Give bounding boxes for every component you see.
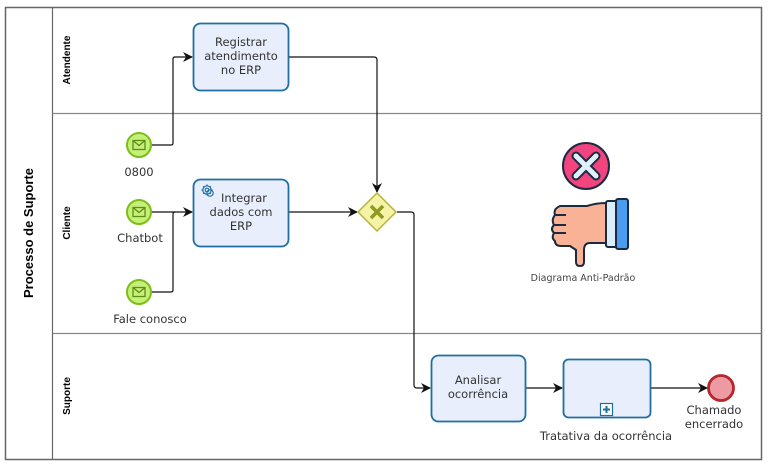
x-icon bbox=[369, 204, 385, 220]
exclusive-gateway[interactable] bbox=[356, 191, 398, 233]
lane-label-suporte: Suporte bbox=[62, 377, 73, 415]
start-event-label: Fale conosco bbox=[113, 312, 187, 326]
task-label-line: Integrar bbox=[221, 191, 267, 205]
end-event-chamado-encerrado[interactable]: Chamado encerrado bbox=[685, 374, 743, 432]
envelope-icon bbox=[132, 139, 146, 151]
task-integrar-dados[interactable]: Integrar dados com ERP bbox=[192, 178, 290, 248]
annotation-label: Diagrama Anti-Padrão bbox=[531, 273, 636, 284]
pool[interactable]: Processo de Suporte bbox=[4, 6, 763, 461]
start-event-label: Chatbot bbox=[117, 231, 163, 245]
lane-label-cliente: Cliente bbox=[62, 206, 73, 240]
close-circle-icon bbox=[562, 142, 610, 190]
lane-label-atendente: Atendente bbox=[62, 35, 73, 84]
start-event-label: 0800 bbox=[124, 165, 153, 179]
envelope-icon bbox=[132, 286, 146, 298]
flow-0800-to-registrar[interactable] bbox=[152, 52, 193, 146]
start-event-0800[interactable]: 0800 bbox=[124, 132, 154, 179]
task-label-line: dados com bbox=[210, 205, 273, 219]
end-event-label-line: Chamado bbox=[687, 403, 742, 417]
task-label-line: ERP bbox=[230, 219, 252, 233]
end-event-label-line: encerrado bbox=[685, 417, 743, 431]
task-label-line: Registrar bbox=[215, 35, 267, 49]
start-event-fale-conosco[interactable]: Fale conosco bbox=[113, 279, 187, 326]
gear-icon bbox=[201, 184, 214, 197]
lane-cliente[interactable]: Cliente bbox=[62, 206, 73, 240]
task-label-line: ocorrência bbox=[448, 387, 508, 401]
task-analisar-ocorrencia[interactable]: Analisar ocorrência bbox=[430, 354, 527, 423]
lane-suporte[interactable]: Suporte bbox=[62, 377, 73, 415]
task-label-line: no ERP bbox=[221, 63, 261, 77]
task-registrar-atendimento[interactable]: Registrar atendimento no ERP bbox=[192, 22, 290, 92]
subprocess-tratativa[interactable]: Tratativa da ocorrência bbox=[539, 358, 672, 444]
envelope-icon bbox=[132, 206, 146, 218]
lane-atendente[interactable]: Atendente bbox=[62, 35, 73, 84]
start-event-chatbot[interactable]: Chatbot bbox=[117, 199, 163, 245]
flow-fale-to-integrar[interactable] bbox=[152, 211, 176, 293]
subprocess-plus-icon[interactable] bbox=[599, 402, 614, 417]
flow-registrar-to-gateway[interactable] bbox=[289, 56, 382, 193]
flow-gateway-to-analisar[interactable] bbox=[397, 211, 431, 393]
pool-label: Processo de Suporte bbox=[21, 168, 36, 298]
thumbs-down-icon bbox=[551, 198, 629, 267]
anti-pattern-annotation[interactable]: Diagrama Anti-Padrão bbox=[531, 142, 636, 284]
task-label-line: Analisar bbox=[455, 373, 502, 387]
task-label-line: atendimento bbox=[204, 49, 278, 63]
subprocess-label: Tratativa da ocorrência bbox=[539, 429, 672, 443]
